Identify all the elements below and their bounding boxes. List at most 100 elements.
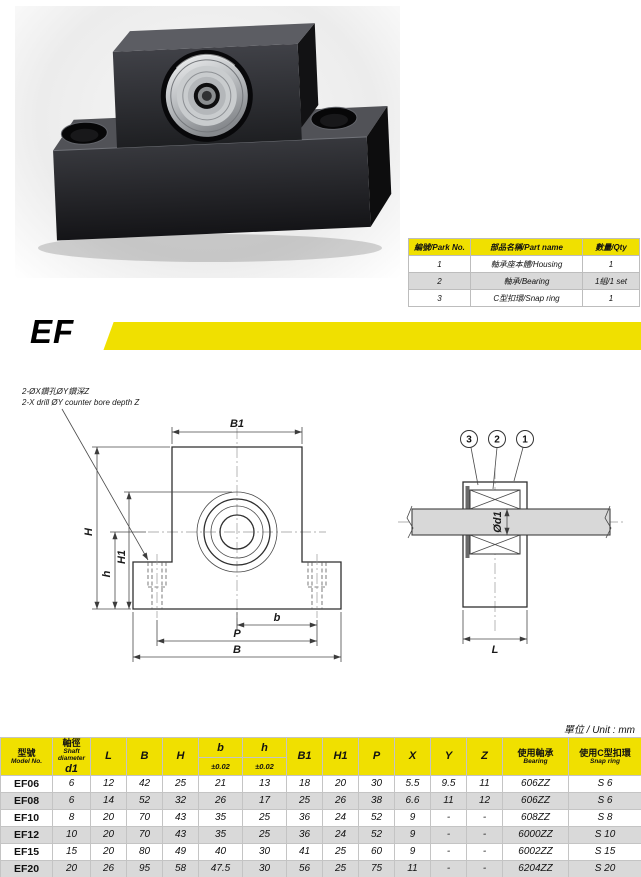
spec-table: 型號 Model No. 軸徑 Shaft diameter d1 L B H … xyxy=(0,737,641,877)
spec-col-B1: B1 xyxy=(286,737,323,776)
spec-value-cell: 12 xyxy=(466,791,503,810)
spec-value-cell: 35 xyxy=(198,825,243,844)
spec-value-cell: 25 xyxy=(162,774,199,793)
product-photo-render xyxy=(38,23,392,262)
spec-value-cell: 25 xyxy=(286,791,323,810)
spec-value-cell: 75 xyxy=(358,859,395,877)
parts-cell: 1 xyxy=(582,289,640,307)
spec-value-cell: 60 xyxy=(358,842,395,861)
spec-header-row: 型號 Model No. 軸徑 Shaft diameter d1 L B H … xyxy=(0,737,641,776)
spec-value-cell: 9 xyxy=(394,842,431,861)
title-band: EF xyxy=(0,312,641,352)
spec-value-cell: 9 xyxy=(394,808,431,827)
spec-col-d1-en: Shaft diameter xyxy=(57,748,86,763)
spec-value-cell: S 10 xyxy=(568,825,641,844)
spec-col-d1: 軸徑 Shaft diameter d1 xyxy=(52,737,91,776)
spec-value-cell: 32 xyxy=(162,791,199,810)
spec-col-bearing-en: Bearing xyxy=(523,757,548,765)
spec-col-B: B xyxy=(126,737,163,776)
spec-value-cell: S 15 xyxy=(568,842,641,861)
spec-col-model-en: Model No. xyxy=(10,757,43,765)
balloon-snap-ring: 3 xyxy=(460,430,478,448)
spec-col-d1-sym: d1 xyxy=(65,762,78,775)
spec-value-cell: 20 xyxy=(52,859,91,877)
svg-text:1: 1 xyxy=(522,435,528,446)
dim-label-H1: H1 xyxy=(116,550,128,564)
spec-value-cell: 18 xyxy=(286,774,323,793)
spec-col-bearing-zh: 使用軸承 xyxy=(517,747,554,758)
snap-ring-top xyxy=(465,486,470,509)
spec-value-cell: 70 xyxy=(126,825,163,844)
spec-value-cell: 11 xyxy=(466,774,503,793)
spec-value-cell: 36 xyxy=(286,825,323,844)
drill-note: 2-ØX鑽孔ØY鑽深Z 2-X drill ØY counter bore de… xyxy=(21,387,149,561)
spec-value-cell: 95 xyxy=(126,859,163,877)
spec-value-cell: 80 xyxy=(126,842,163,861)
spec-value-cell: 26 xyxy=(90,859,127,877)
spec-value-cell: 58 xyxy=(162,859,199,877)
spec-col-Z: Z xyxy=(466,737,503,776)
spec-value-cell: 25 xyxy=(242,808,287,827)
balloon-bearing: 2 xyxy=(488,430,506,448)
spec-value-cell: 6 xyxy=(52,791,91,810)
spec-value-cell: 5.5 xyxy=(394,774,431,793)
spec-value-cell: 11 xyxy=(430,791,467,810)
spec-value-cell: 14 xyxy=(90,791,127,810)
spec-model-cell: EF20 xyxy=(0,859,53,877)
spec-col-snapring: 使用C型扣環 Snap ring xyxy=(568,737,641,776)
spec-col-Y: Y xyxy=(430,737,467,776)
mounting-hole-left xyxy=(60,121,108,145)
unit-note: 單位 / Unit : mm xyxy=(563,725,635,736)
spec-value-cell: 30 xyxy=(358,774,395,793)
parts-header-row: 編號/Park No. 部品名稱/Part name 數量/Qty xyxy=(408,238,640,256)
spec-value-cell: 608ZZ xyxy=(502,808,569,827)
spec-value-cell: S 6 xyxy=(568,774,641,793)
spec-value-cell: - xyxy=(430,859,467,877)
photo-shadow xyxy=(38,234,382,262)
spec-model-cell: EF06 xyxy=(0,774,53,793)
spec-value-cell: 56 xyxy=(286,859,323,877)
parts-col-qty: 數量/Qty xyxy=(582,238,640,256)
bearing-housing-body xyxy=(53,23,392,241)
shaft-section xyxy=(411,508,611,536)
spec-value-cell: - xyxy=(430,825,467,844)
spec-value-cell: 25 xyxy=(322,842,359,861)
spec-value-cell: 10 xyxy=(52,825,91,844)
spec-col-H: H xyxy=(162,737,199,776)
spec-value-cell: 36 xyxy=(286,808,323,827)
spec-col-model: 型號 Model No. xyxy=(0,737,53,776)
spec-value-cell: - xyxy=(466,859,503,877)
spec-value-cell: 26 xyxy=(322,791,359,810)
spec-col-X: X xyxy=(394,737,431,776)
svg-text:2: 2 xyxy=(494,435,500,446)
spec-value-cell: 20 xyxy=(90,808,127,827)
spec-value-cell: 30 xyxy=(242,842,287,861)
parts-cell: 3 xyxy=(408,289,471,307)
spec-value-cell: 35 xyxy=(198,808,243,827)
spec-value-cell: 40 xyxy=(198,842,243,861)
spec-value-cell: 24 xyxy=(322,825,359,844)
spec-value-cell: 43 xyxy=(162,808,199,827)
svg-text:3: 3 xyxy=(466,435,472,446)
parts-cell: 2 xyxy=(408,272,471,290)
technical-drawing: 2-ØX鑽孔ØY鑽深Z 2-X drill ØY counter bore de… xyxy=(21,387,625,662)
spec-col-snapring-zh: 使用C型扣環 xyxy=(579,747,631,758)
parts-cell: 1 xyxy=(582,255,640,273)
spec-col-H1: H1 xyxy=(322,737,359,776)
spec-value-cell: - xyxy=(466,808,503,827)
spec-model-cell: EF12 xyxy=(0,825,53,844)
spec-value-cell: 25 xyxy=(242,825,287,844)
spec-col-b: b ±0.02 xyxy=(198,737,243,776)
spec-col-h: h ±0.02 xyxy=(242,737,287,776)
spec-value-cell: 11 xyxy=(394,859,431,877)
dim-label-B1: B1 xyxy=(230,418,244,430)
snap-ring-bottom xyxy=(465,535,470,558)
